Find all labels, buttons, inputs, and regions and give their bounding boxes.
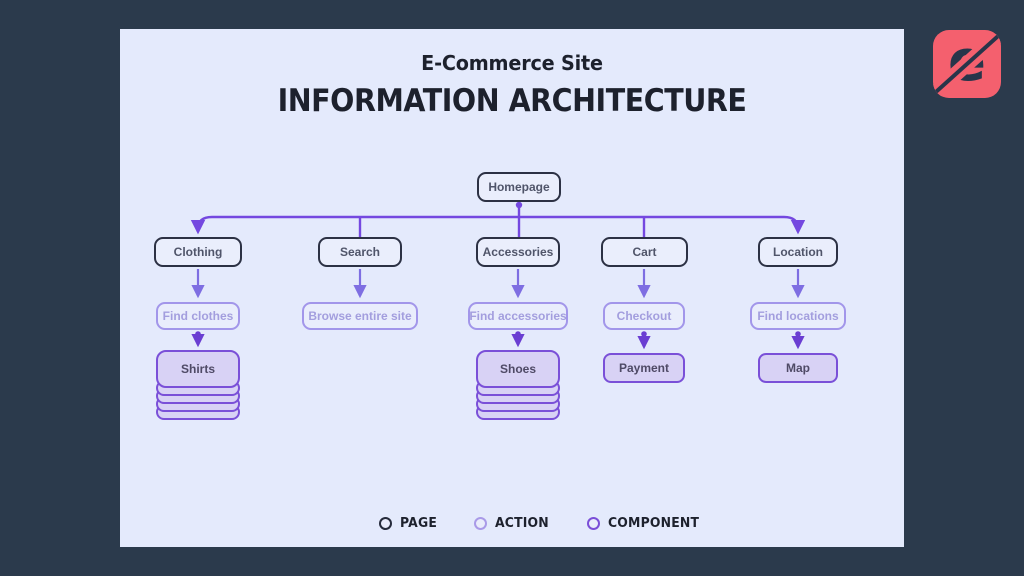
component-node-shoes: Shoes bbox=[476, 350, 560, 422]
connector-start-dot bbox=[515, 201, 523, 209]
page-node-search: Search bbox=[318, 237, 402, 267]
stack-card-label: Shoes bbox=[476, 350, 560, 388]
connector-bar-left bbox=[190, 215, 519, 235]
action-node-browse-entire-site: Browse entire site bbox=[302, 302, 418, 330]
legend-item-page: PAGE bbox=[378, 515, 440, 531]
page-title: INFORMATION ARCHITECTURE bbox=[277, 83, 747, 119]
connector-start-dot bbox=[195, 331, 201, 337]
legend-label: ACTION bbox=[494, 515, 549, 531]
diagram-subtitle: E-Commerce Site bbox=[421, 51, 603, 75]
legend-label: COMPONENT bbox=[608, 515, 700, 531]
diagram-panel: E-Commerce Site INFORMATION ARCHITECTURE bbox=[120, 29, 904, 547]
action-node-find-locations: Find locations bbox=[750, 302, 846, 330]
action-node-find-clothes: Find clothes bbox=[156, 302, 240, 330]
connector-bar-right bbox=[519, 215, 806, 235]
component-node-map: Map bbox=[758, 353, 838, 383]
page-node-accessories: Accessories bbox=[476, 237, 560, 267]
action-legend-icon bbox=[473, 516, 487, 530]
action-node-find-accessories: Find accessories bbox=[468, 302, 568, 330]
legend-item-component: COMPONENT bbox=[587, 515, 707, 531]
legend-label: PAGE bbox=[399, 515, 437, 531]
page-node-cart: Cart bbox=[601, 237, 688, 267]
connector-start-dot bbox=[641, 331, 647, 337]
connector-start-dot bbox=[795, 331, 801, 337]
component-node-payment: Payment bbox=[603, 353, 685, 383]
connector-start-dot bbox=[515, 331, 521, 337]
action-node-checkout: Checkout bbox=[603, 302, 685, 330]
component-legend-icon bbox=[587, 516, 601, 530]
page-node-location: Location bbox=[758, 237, 838, 267]
legend-item-action: ACTION bbox=[473, 515, 554, 531]
stack-card-label: Shirts bbox=[156, 350, 240, 388]
component-node-shirts: Shirts bbox=[156, 350, 240, 422]
page-legend-icon bbox=[378, 516, 392, 530]
page-node-clothing: Clothing bbox=[154, 237, 242, 267]
legend: PAGE ACTION COMPONENT bbox=[182, 515, 904, 531]
brand-logo: e bbox=[933, 30, 1001, 98]
page-node-homepage: Homepage bbox=[477, 172, 561, 202]
